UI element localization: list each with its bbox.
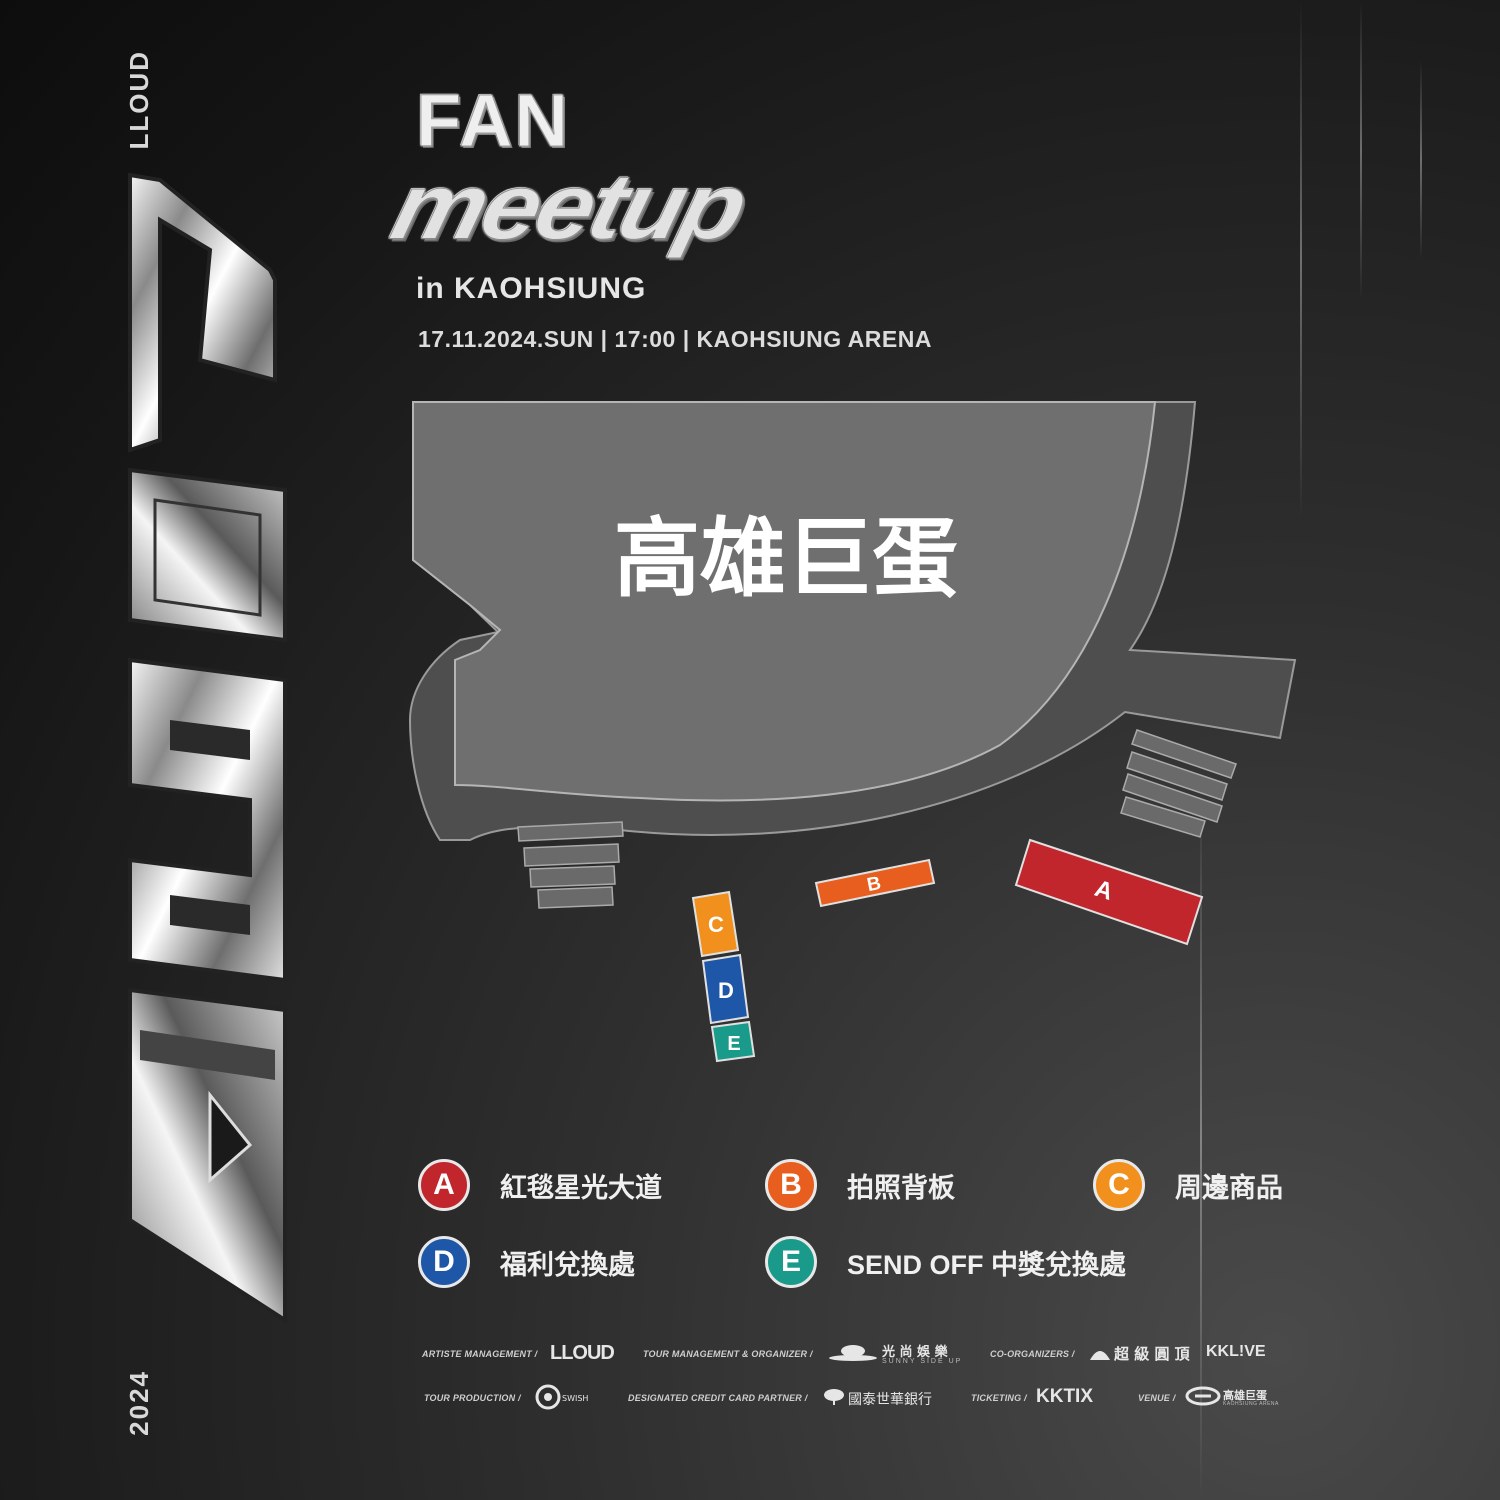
brand-kktix: KKTIX [1036,1386,1093,1407]
light-streak [1420,60,1422,260]
zone-e-label: E [727,1033,740,1055]
legend-item-b: B 拍照背板 [765,1156,955,1214]
zone-d: D [701,953,750,1025]
credit-ticketing-label: TICKETING / [971,1393,1027,1403]
brand-cathay-bank: 國泰世華銀行 [848,1392,932,1408]
legend-label-a: 紅毯星光大道 [500,1172,662,1204]
legend-item-d: D 福利兌換處 [418,1233,635,1291]
kaohsiung-arena-logo-icon [1185,1386,1221,1406]
swish-logo-icon [535,1384,561,1410]
legend-label-c: 周邊商品 [1175,1172,1283,1204]
legend-label-d: 福利兌換處 [500,1249,635,1281]
legend-item-e: E SEND OFF 中獎兌換處 [765,1233,1126,1291]
zone-e: E [710,1020,756,1063]
credit-tour-management-label: TOUR MANAGEMENT & ORGANIZER / [643,1349,813,1359]
title-city: in KAOHSIUNG [416,272,647,305]
legend-badge-d: D [418,1236,470,1288]
zone-a: A [1014,838,1204,946]
dome-logo-icon [1090,1351,1110,1360]
brand-sunny-side-up-sub: SUNNY SIDE UP [882,1358,963,1365]
brand-sunny-side-up: 光 尚 娛 樂 [882,1345,948,1360]
event-info: 17.11.2024.SUN | 17:00 | KAOHSIUNG ARENA [418,326,932,352]
light-streak [1200,780,1202,1500]
legend-badge-a: A [418,1159,470,1211]
zone-d-label: D [718,978,734,1003]
brand-kaohsiung-arena-sub: KAOHSIUNG ARENA [1223,1401,1279,1407]
sunny-side-up-logo-icon [829,1345,877,1361]
legend-label-e: SEND OFF 中獎兌換處 [847,1249,1127,1280]
credit-co-organizers-label: CO-ORGANIZERS / [990,1349,1075,1359]
cathay-tree-logo-icon [824,1389,844,1405]
brand-kklive: KKL!VE [1206,1343,1266,1360]
credit-artiste-management-label: ARTISTE MANAGEMENT / [422,1349,538,1359]
light-streak [1360,0,1362,300]
brand-kaohsiung-arena: 高雄巨蛋 [1223,1389,1267,1402]
brand-swish: SWISH [562,1394,589,1403]
stairs-left [517,821,624,909]
credit-venue-label: VENUE / [1138,1393,1176,1403]
light-streak [1300,0,1302,520]
brand-lloud: LLOUD [550,1342,615,1364]
arena-inner [412,401,1157,802]
zone-c-label: C [708,912,724,937]
legend-badge-e: E [765,1236,817,1288]
legend-item-c: C 周邊商品 [1093,1156,1283,1214]
stairs-right [1120,729,1237,838]
legend-badge-b: B [765,1159,817,1211]
lisa-chrome-logo [128,172,287,1324]
zone-b: B [814,858,936,908]
zone-b-label: B [865,873,882,896]
title-fan: FAN [416,79,570,163]
legend-label-b: 拍照背板 [847,1172,955,1204]
zone-c: C [691,890,740,958]
legend-badge-c: C [1093,1159,1145,1211]
venue-name: 高雄巨蛋 [614,509,958,609]
brand-super-dome: 超 級 圓 頂 [1114,1345,1190,1363]
logo-letter-l [128,172,277,453]
legend-item-a: A 紅毯星光大道 [418,1156,662,1214]
credit-tour-production-label: TOUR PRODUCTION / [424,1393,521,1403]
credit-card-partner-label: DESIGNATED CREDIT CARD PARTNER / [628,1393,808,1403]
